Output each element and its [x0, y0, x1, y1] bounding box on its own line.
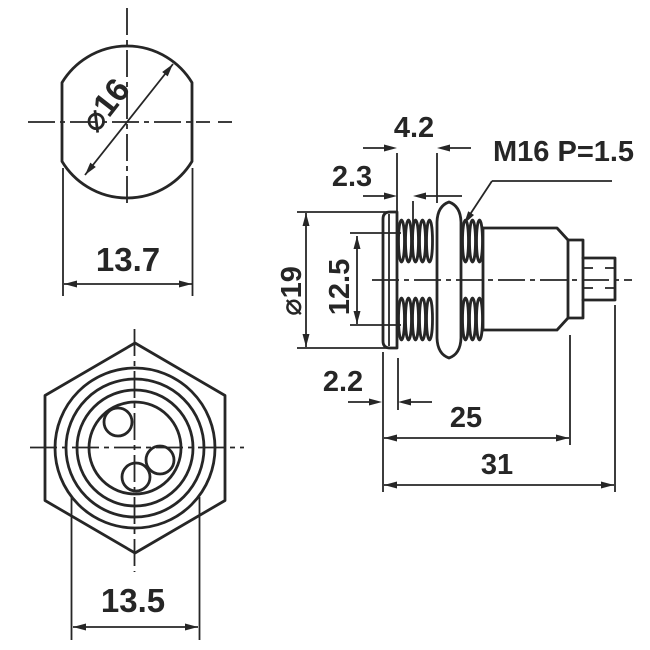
leader-line: [466, 180, 493, 220]
dim-diameter-16: ⌀16: [73, 63, 174, 176]
thread-crest: [461, 296, 470, 342]
arrowhead: [384, 481, 397, 489]
hex-nut-side: [435, 200, 463, 360]
dim-label-4-2: 4.2: [394, 112, 434, 144]
pin-block: [581, 256, 617, 302]
pin-hole: [120, 461, 152, 493]
dim-31: 31: [384, 305, 616, 492]
solder-pins: [581, 256, 617, 302]
thread-crest: [461, 218, 470, 264]
thread-crest: [418, 296, 427, 342]
arrowhead: [185, 623, 198, 631]
arrowhead: [302, 334, 310, 347]
thread-crest: [425, 296, 434, 342]
arrowhead: [353, 236, 361, 249]
pin-hole: [102, 406, 134, 438]
thread-crest: [411, 296, 420, 342]
dimension-line: [84, 63, 174, 176]
dim-13-7: 13.7: [62, 168, 194, 296]
barrel-outline: [60, 44, 194, 200]
thread-crest: [418, 218, 427, 264]
dim-diameter-19: ⌀19: [276, 211, 392, 349]
arrowhead: [64, 280, 77, 288]
dim-4-2: 4.2: [363, 112, 471, 224]
thread-crest: [397, 296, 406, 342]
connector-body: [481, 226, 585, 332]
thread-crest: [468, 296, 477, 342]
pin-hole: [144, 444, 176, 476]
arrowhead: [556, 434, 569, 442]
arrowhead: [398, 398, 411, 406]
dim-label-diameter19: ⌀19: [276, 266, 308, 316]
arrowhead: [384, 434, 397, 442]
thread-crest: [425, 218, 434, 264]
collar: [566, 238, 585, 320]
arrowhead: [369, 398, 382, 406]
arrowhead: [85, 162, 96, 175]
dim-13-5: 13.5: [70, 497, 201, 640]
dim-2-2: 2.2: [323, 352, 432, 492]
arrowhead: [73, 623, 86, 631]
thread-crest: [397, 218, 406, 264]
dim-25: 25: [384, 335, 571, 445]
arrowhead: [162, 64, 173, 77]
dim-2-3: 2.3: [332, 161, 462, 240]
thread-spec-callout: M16 P=1.5: [464, 136, 634, 224]
dim-label-12-5: 12.5: [324, 259, 356, 315]
rear-view: 13.5: [30, 329, 244, 640]
arrowhead: [179, 280, 192, 288]
front-view: ⌀16 13.7: [28, 8, 232, 296]
thread-crest: [404, 296, 413, 342]
arrowhead: [464, 211, 474, 224]
side-view: 4.2 2.3 M16 P=1.5 ⌀19: [276, 112, 634, 492]
arrowhead: [353, 311, 361, 324]
dim-label-2-3: 2.3: [332, 161, 372, 193]
arrowhead: [437, 144, 450, 152]
dim-label-31: 31: [481, 449, 513, 481]
dim-label-25: 25: [450, 402, 482, 434]
arrowhead: [601, 481, 614, 489]
dim-label-2-2: 2.2: [323, 366, 363, 398]
arrowhead: [413, 192, 426, 200]
thread-crest: [468, 218, 477, 264]
thread-section-front: [397, 218, 434, 342]
body-top: [481, 226, 570, 242]
arrowhead: [384, 144, 397, 152]
thread-spec-label: M16 P=1.5: [493, 136, 634, 168]
dim-label-13-5: 13.5: [101, 582, 165, 619]
body-bottom: [481, 316, 570, 332]
arrowhead: [384, 192, 397, 200]
dim-12-5: 12.5: [324, 232, 401, 326]
thread-crest: [404, 218, 413, 264]
dim-label-13-7: 13.7: [96, 241, 160, 278]
arrowhead: [302, 213, 310, 226]
